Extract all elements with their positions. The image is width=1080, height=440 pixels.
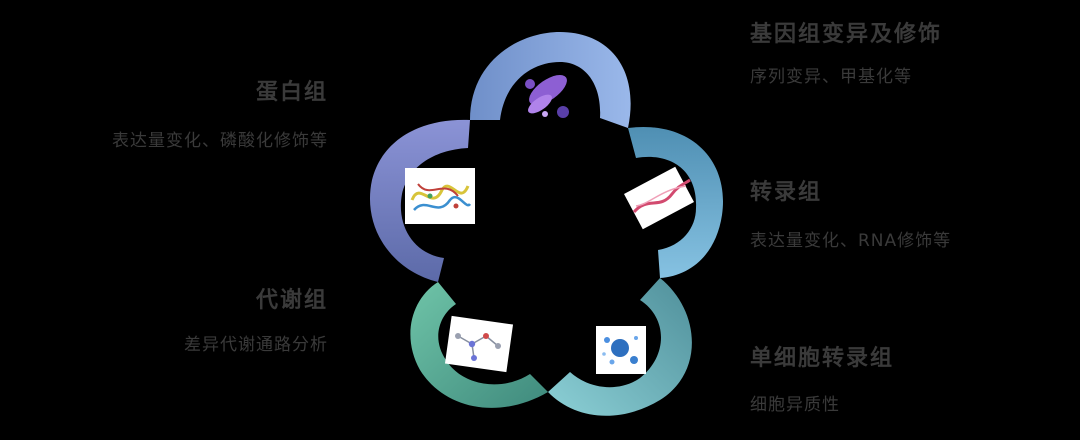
node-title: 转录组 [750, 180, 823, 205]
node-title: 代谢组 [255, 288, 328, 313]
node-desc: 表达量变化、RNA修饰等 [750, 231, 952, 251]
dna-helix-icon [525, 74, 569, 118]
node-desc: 差异代谢通路分析 [184, 335, 328, 355]
petal-singlecell [548, 278, 692, 416]
node-proteome: 蛋白组 表达量变化、磷酸化修饰等 [112, 74, 328, 151]
cell-cluster-icon [596, 326, 646, 374]
node-genome: 基因组变异及修饰 序列变异、甲基化等 [750, 16, 942, 87]
petal-metabolome [410, 282, 548, 408]
petal-proteome [369, 119, 470, 282]
node-title: 基因组变异及修饰 [750, 22, 943, 47]
node-desc: 序列变异、甲基化等 [750, 67, 912, 87]
node-desc: 表达量变化、磷酸化修饰等 [112, 131, 328, 151]
node-title: 蛋白组 [255, 80, 328, 105]
protein-structure-icon [405, 168, 475, 224]
node-title: 单细胞转录组 [750, 346, 895, 371]
petal-transcriptome [628, 126, 724, 278]
node-singlecell: 单细胞转录组 细胞异质性 [750, 340, 894, 415]
petal-genome [470, 32, 631, 128]
node-metabolome: 代谢组 差异代谢通路分析 [184, 282, 328, 355]
node-transcriptome: 转录组 表达量变化、RNA修饰等 [750, 174, 951, 251]
rna-strand-icon [624, 166, 694, 230]
node-desc: 细胞异质性 [750, 395, 840, 415]
molecule-icon [444, 315, 514, 373]
